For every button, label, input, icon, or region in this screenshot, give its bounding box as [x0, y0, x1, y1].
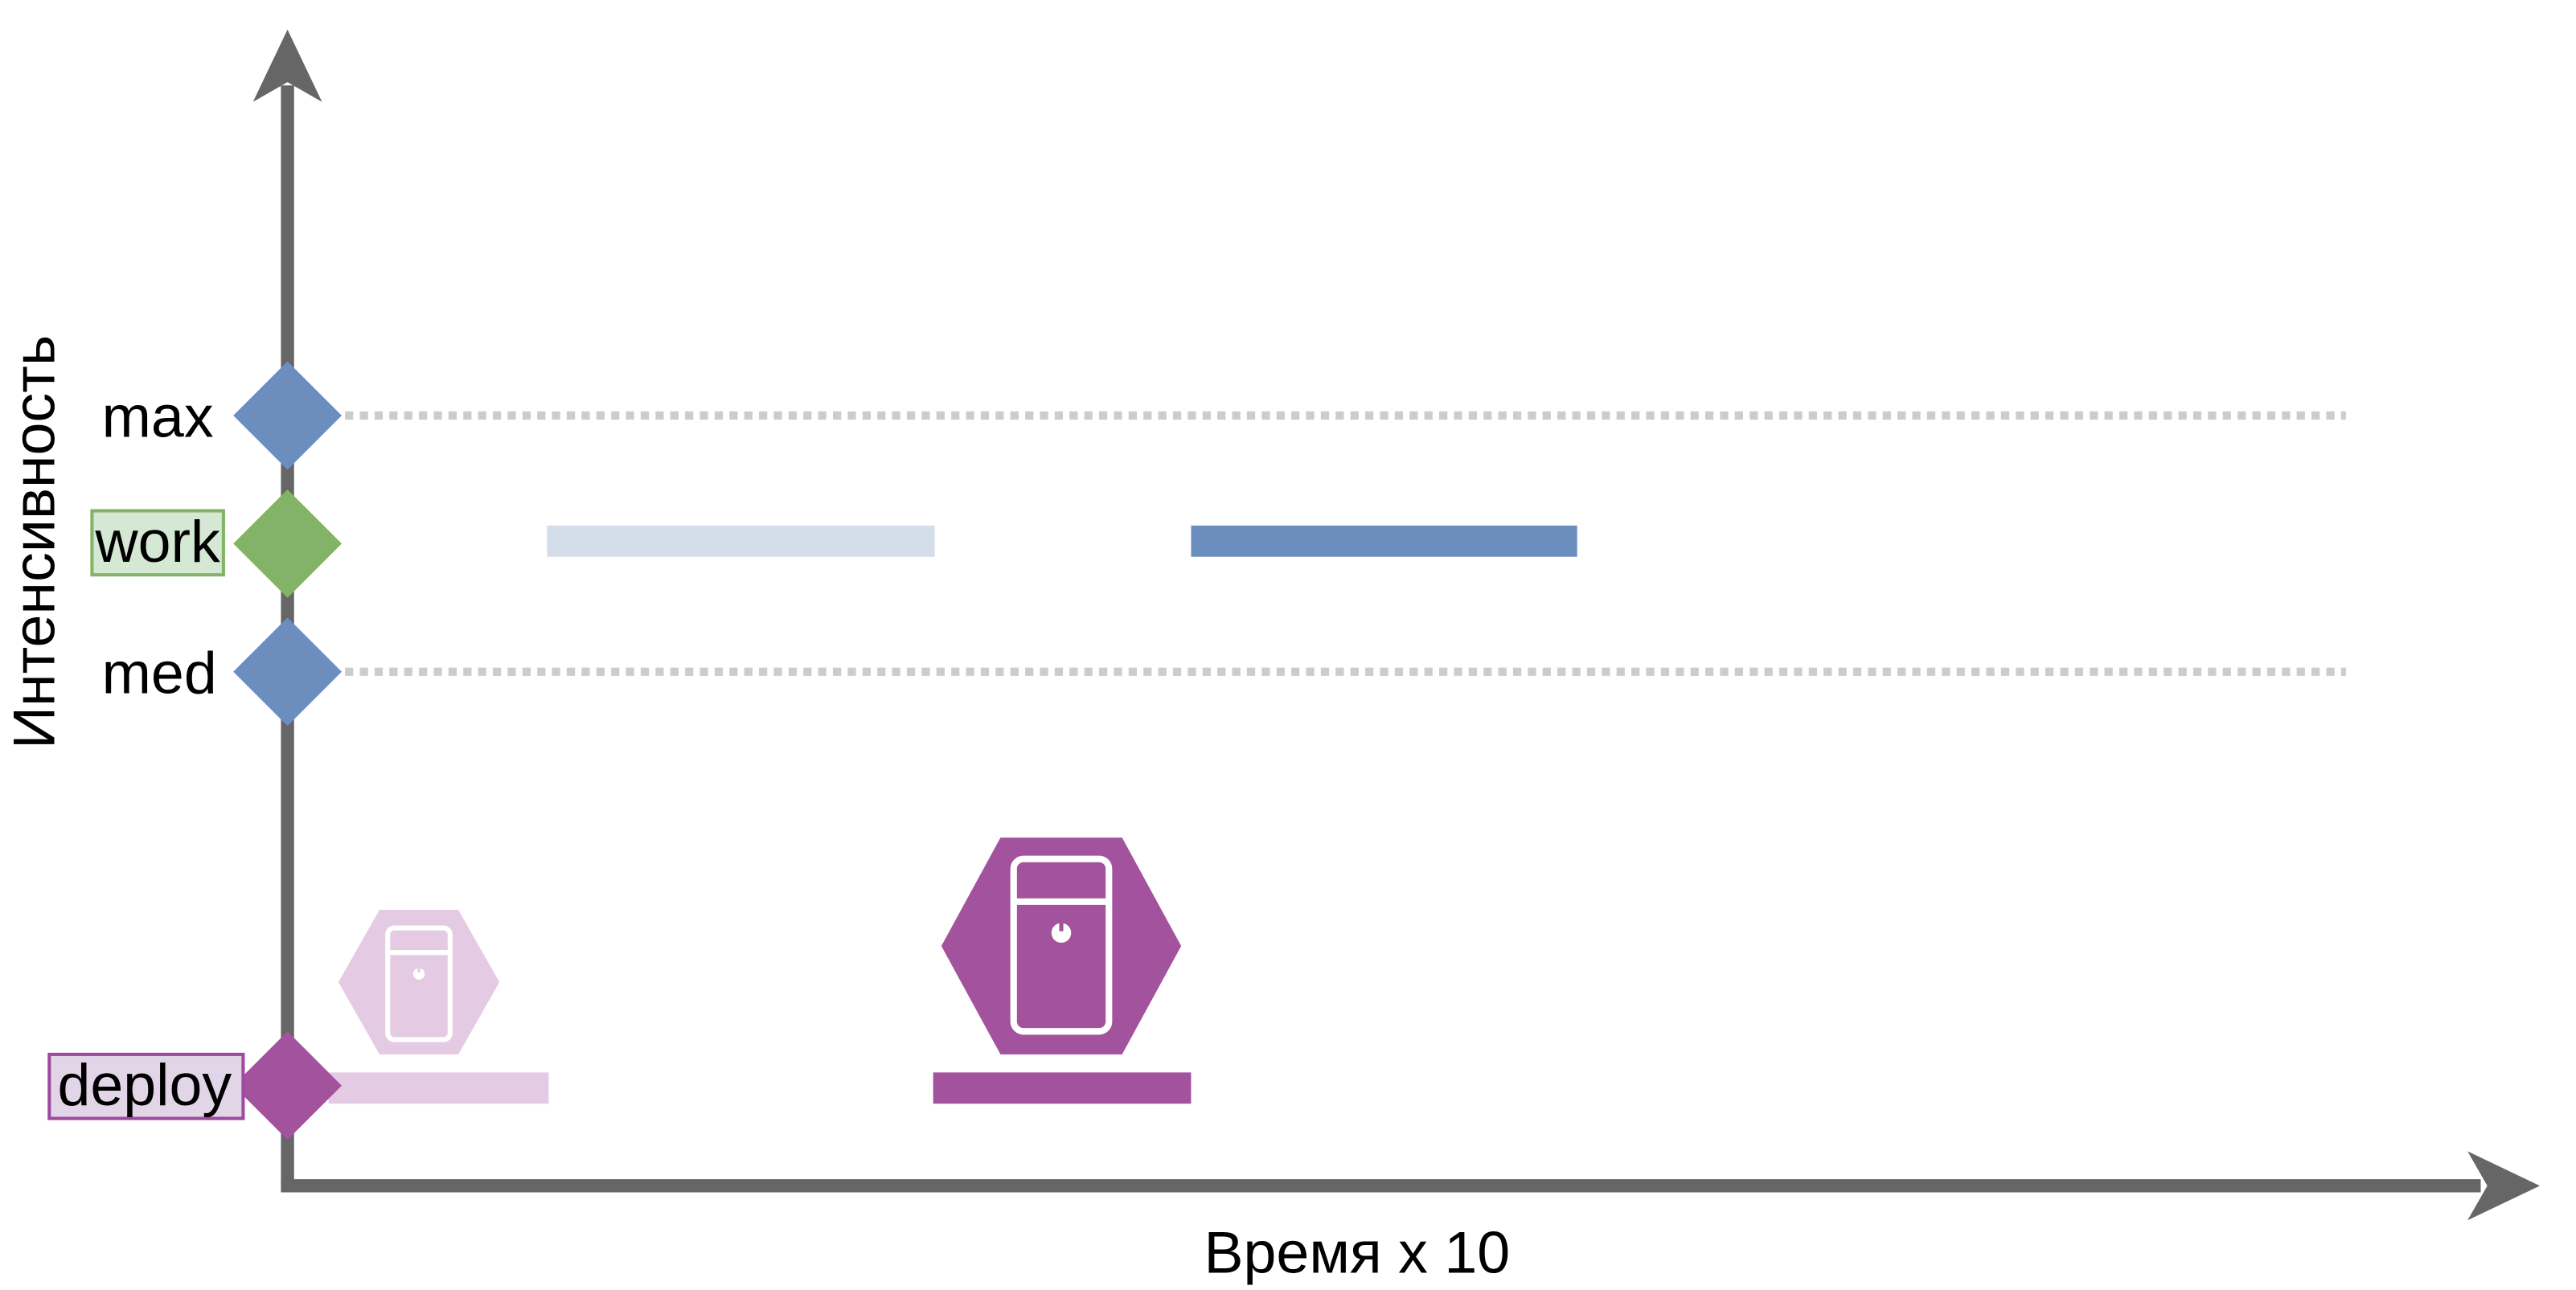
deploy-bar-active — [933, 1072, 1192, 1104]
x-axis-arrowhead — [2467, 1151, 2541, 1221]
server-tower-faded — [385, 925, 453, 1042]
work-label-box — [90, 509, 225, 577]
server-icon — [338, 910, 500, 1055]
work-label: work — [95, 508, 221, 575]
server-hexagon-active — [941, 837, 1182, 1055]
deploy-label-box — [47, 1052, 245, 1120]
work-bar-active — [1191, 525, 1577, 557]
max-label: max — [102, 383, 214, 450]
y-axis-arrowhead — [252, 29, 322, 102]
server-power-faded — [412, 968, 425, 980]
work-level-marker — [233, 489, 343, 598]
deploy-level-marker — [233, 1031, 343, 1141]
max-level-marker — [233, 361, 343, 470]
deploy-bar-faded — [328, 1072, 549, 1104]
server-hexagon-faded — [338, 910, 500, 1055]
server-tower-active — [1010, 855, 1113, 1035]
server-icon — [941, 837, 1182, 1055]
deploy-label: deploy — [57, 1051, 232, 1118]
med-label: med — [102, 639, 217, 706]
y-axis-title: Интенсивность — [0, 335, 67, 749]
x-axis-title: Время x 10 — [1204, 1219, 1510, 1286]
med-level-marker — [233, 617, 343, 727]
work-bar-faded — [547, 525, 935, 557]
server-power-active — [1051, 923, 1072, 943]
